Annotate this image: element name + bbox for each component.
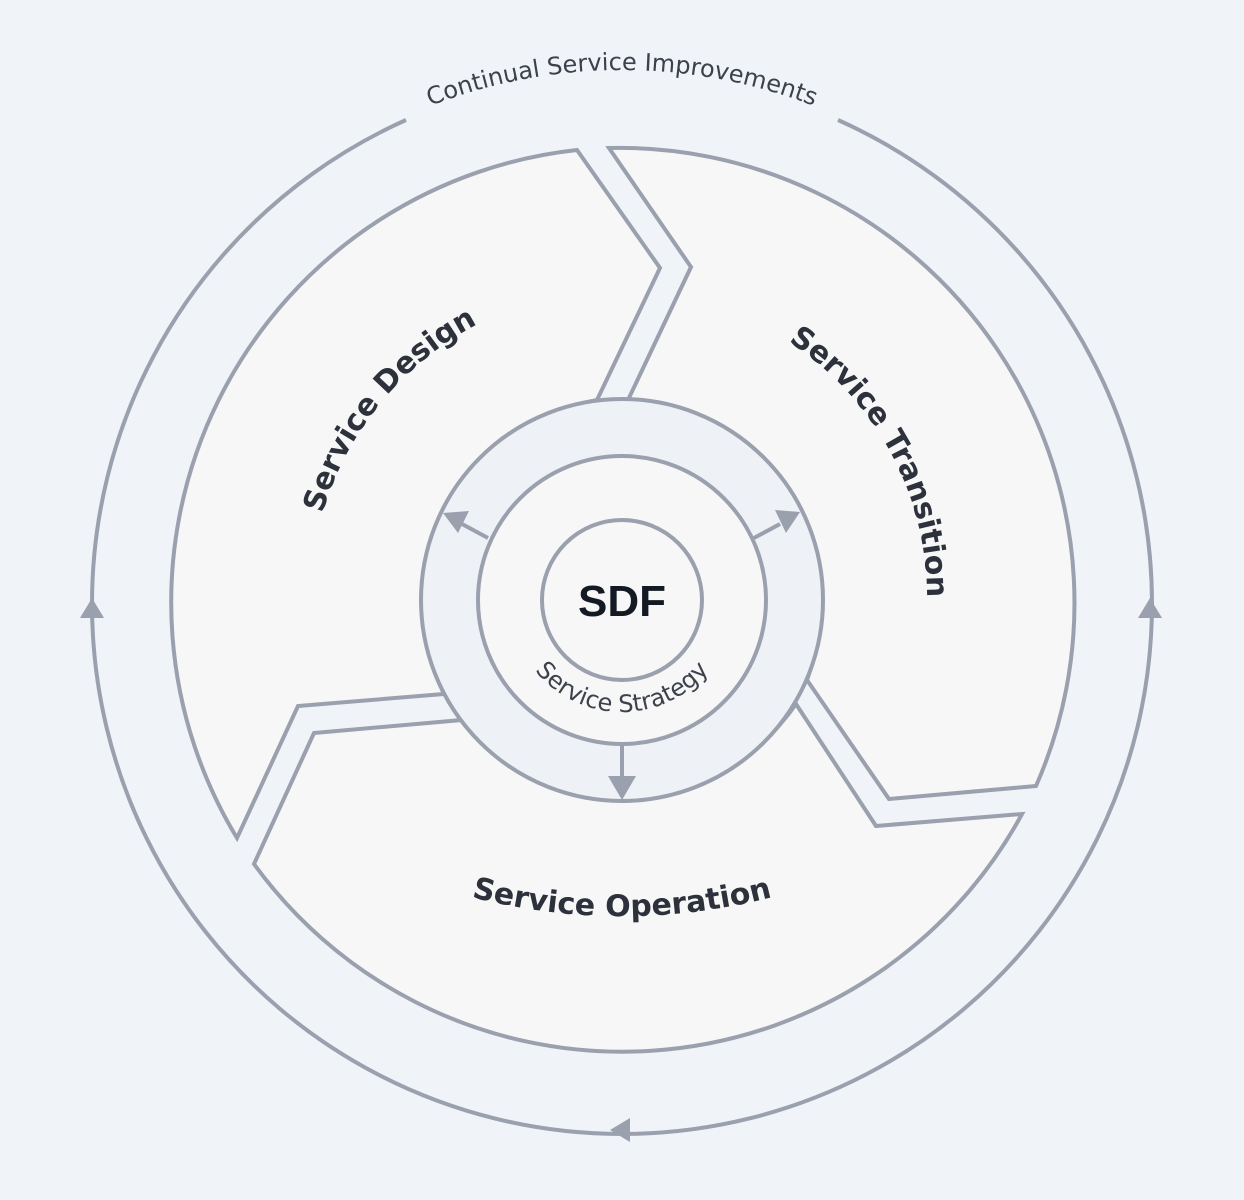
arrow-to-operation-icon xyxy=(608,776,636,800)
sdf-core-circle xyxy=(540,518,704,682)
arrow-to-design-icon xyxy=(443,511,469,533)
outer-ring-arrow-right xyxy=(1138,598,1162,618)
outer-ring-label: Continual Service Improvements xyxy=(423,48,822,112)
outer-ring-arrow-left xyxy=(80,598,104,618)
arrow-to-transition-icon xyxy=(775,510,800,533)
outer-ring-arrow-bottom xyxy=(610,1118,630,1142)
sdf-label: SDF xyxy=(578,577,666,626)
arrow-line-to-design xyxy=(461,522,489,540)
arrow-line-to-transition xyxy=(753,522,781,540)
